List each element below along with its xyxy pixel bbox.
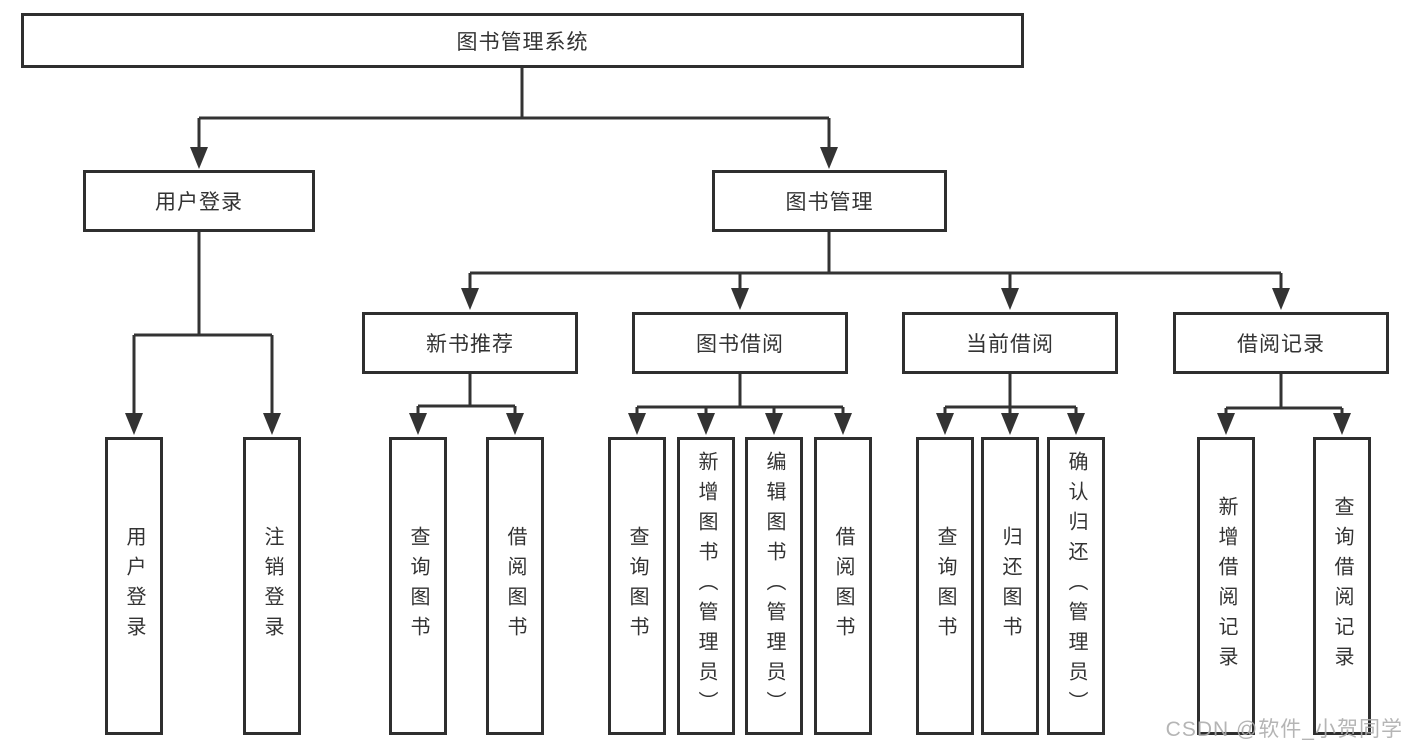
arrowhead: [765, 413, 783, 435]
arrowhead: [1272, 288, 1290, 310]
connector-path: [132, 232, 274, 418]
node-root-label: 图书管理系统: [456, 30, 589, 54]
leaf-borrow-edit-books-admin: 编辑图书（管理员）: [745, 437, 803, 735]
leaf-newbook-borrow-books: 借阅图书: [486, 437, 544, 735]
node-current-borrow: 当前借阅: [902, 312, 1118, 374]
leaf-borrow-query-books: 查询图书: [608, 437, 666, 735]
edge-new-book-recommend-to-leaves: [409, 374, 524, 435]
leaf-newbook-borrow-books-label: 借阅图书: [504, 526, 526, 646]
arrowhead: [125, 413, 143, 435]
arrowhead: [936, 413, 954, 435]
arrowhead: [697, 413, 715, 435]
leaf-user-login-label: 用户登录: [123, 526, 145, 646]
edge-root-to-level2: [190, 68, 838, 169]
connector-path: [468, 232, 1283, 293]
leaf-current-confirm-return-admin-label: 确认归还（管理员）: [1065, 451, 1087, 721]
node-book-borrow-label: 图书借阅: [696, 333, 784, 356]
arrowhead: [1001, 288, 1019, 310]
node-root: 图书管理系统: [21, 13, 1024, 68]
connector-path: [416, 374, 517, 418]
arrowhead: [731, 288, 749, 310]
leaf-borrow-add-books-admin-label: 新增图书（管理员）: [695, 451, 717, 721]
arrowhead: [1217, 413, 1235, 435]
edge-book-borrow-to-leaves: [628, 374, 852, 435]
leaf-current-return-books: 归还图书: [981, 437, 1039, 735]
edge-borrow-records-to-leaves: [1217, 374, 1351, 435]
node-book-borrow: 图书借阅: [632, 312, 848, 374]
edge-current-borrow-to-leaves: [936, 374, 1085, 435]
leaf-borrow-borrow-books-label: 借阅图书: [832, 526, 854, 646]
connector-path: [635, 374, 845, 418]
arrowhead: [263, 413, 281, 435]
arrowhead: [506, 413, 524, 435]
node-user-login-label: 用户登录: [155, 191, 243, 214]
arrowhead: [834, 413, 852, 435]
edge-book-management-to-level3: [461, 232, 1290, 310]
arrowhead: [628, 413, 646, 435]
leaf-current-return-books-label: 归还图书: [999, 526, 1021, 646]
node-borrow-records: 借阅记录: [1173, 312, 1389, 374]
node-book-management-label: 图书管理: [785, 191, 874, 214]
leaf-newbook-query-books: 查询图书: [389, 437, 447, 735]
leaf-records-query-record: 查询借阅记录: [1313, 437, 1371, 735]
node-book-management: 图书管理: [712, 170, 947, 232]
connector-path: [943, 374, 1078, 418]
node-new-book-recommend-label: 新书推荐: [426, 333, 514, 356]
leaf-current-query-books-label: 查询图书: [934, 526, 956, 646]
leaf-borrow-add-books-admin: 新增图书（管理员）: [677, 437, 735, 735]
arrowhead: [1333, 413, 1351, 435]
connector-path: [197, 68, 831, 151]
connector-path: [1224, 374, 1344, 418]
arrowhead: [190, 147, 208, 169]
arrowhead: [409, 413, 427, 435]
edge-user-login-to-leaves: [125, 232, 281, 435]
arrowhead: [461, 288, 479, 310]
leaf-user-login: 用户登录: [105, 437, 163, 735]
leaf-borrow-edit-books-admin-label: 编辑图书（管理员）: [763, 451, 785, 721]
watermark-text: CSDN @软件_小贺同学: [1165, 718, 1403, 741]
node-user-login: 用户登录: [83, 170, 315, 232]
arrowhead: [820, 147, 838, 169]
leaf-records-query-record-label: 查询借阅记录: [1331, 496, 1353, 676]
leaf-logout: 注销登录: [243, 437, 301, 735]
node-borrow-records-label: 借阅记录: [1237, 333, 1325, 356]
leaf-newbook-query-books-label: 查询图书: [407, 526, 429, 646]
node-current-borrow-label: 当前借阅: [966, 333, 1054, 356]
arrowhead: [1067, 413, 1085, 435]
leaf-current-query-books: 查询图书: [916, 437, 974, 735]
leaf-current-confirm-return-admin: 确认归还（管理员）: [1047, 437, 1105, 735]
leaf-records-add-record-label: 新增借阅记录: [1215, 496, 1237, 676]
leaf-logout-label: 注销登录: [261, 526, 283, 646]
leaf-borrow-query-books-label: 查询图书: [626, 526, 648, 646]
leaf-borrow-borrow-books: 借阅图书: [814, 437, 872, 735]
node-new-book-recommend: 新书推荐: [362, 312, 578, 374]
leaf-records-add-record: 新增借阅记录: [1197, 437, 1255, 735]
arrowhead: [1001, 413, 1019, 435]
